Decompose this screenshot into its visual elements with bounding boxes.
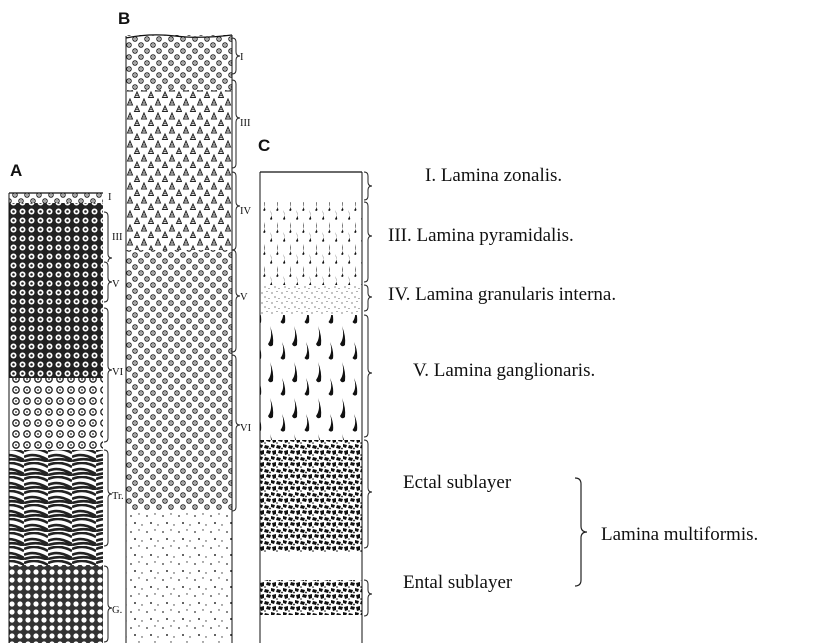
panel-c-gap (260, 552, 362, 580)
legend-lamina-multiformis: Lamina multiformis. (601, 524, 758, 546)
panel-a-layer-label: I (108, 192, 112, 203)
legend-lamina-ganglionaris: V. Lamina ganglionaris. (413, 360, 595, 382)
panel-b-layer-label: V (240, 292, 248, 303)
panel-c-ental (260, 580, 362, 615)
panel-a-letter: A (10, 161, 22, 180)
legend-lamina-zonalis: I. Lamina zonalis. (425, 165, 562, 187)
panel-c-layer-iii (260, 202, 362, 285)
panel-a-layer-label: VI (112, 367, 124, 378)
panel-b-letter: B (118, 9, 130, 28)
panel-a-layer-vi (9, 378, 103, 450)
panel-a-layer-label: G. (112, 605, 122, 616)
panel-c-layer-v (260, 315, 362, 440)
panel-a-brackets (104, 212, 112, 642)
panel-a-layer-label: V (112, 279, 120, 290)
panel-b-layer-label: IV (240, 206, 251, 217)
panel-c-layer-iv (260, 285, 362, 315)
panel-a-layer-g (9, 565, 103, 643)
panel-c (260, 172, 362, 643)
panel-c-letter: C (258, 136, 270, 155)
panel-c-layer-i (260, 172, 362, 202)
panel-b-white-matter (126, 510, 232, 643)
panel-c-ectal (260, 440, 362, 552)
legend-lamina-granularis-interna: IV. Lamina granularis interna. (388, 284, 616, 306)
panel-a-layer-label: III (112, 232, 123, 243)
panel-b (126, 35, 232, 643)
legend-lamina-pyramidalis: III. Lamina pyramidalis. (388, 225, 574, 247)
panel-a-layer-i (9, 193, 103, 203)
legend-ental-sublayer: Ental sublayer (403, 572, 512, 594)
panel-b-layer-v-vi (126, 250, 232, 510)
multiformis-brace (575, 478, 587, 586)
panel-b-layer-label: III (240, 118, 251, 129)
panel-c-brackets (364, 172, 372, 616)
panel-b-brackets (232, 38, 240, 511)
panel-a-layer-iii-v (9, 203, 103, 378)
panel-a-layer-tr (9, 450, 103, 565)
legend-ectal-sublayer: Ectal sublayer (403, 472, 511, 494)
panel-b-layer-label: I (240, 52, 244, 63)
panel-a-layer-label: Tr. (112, 491, 124, 502)
panel-b-layer-label: VI (240, 423, 252, 434)
panel-b-layer-i (126, 35, 232, 90)
panel-a (9, 193, 103, 643)
panel-b-layer-iii-iv (126, 90, 232, 250)
